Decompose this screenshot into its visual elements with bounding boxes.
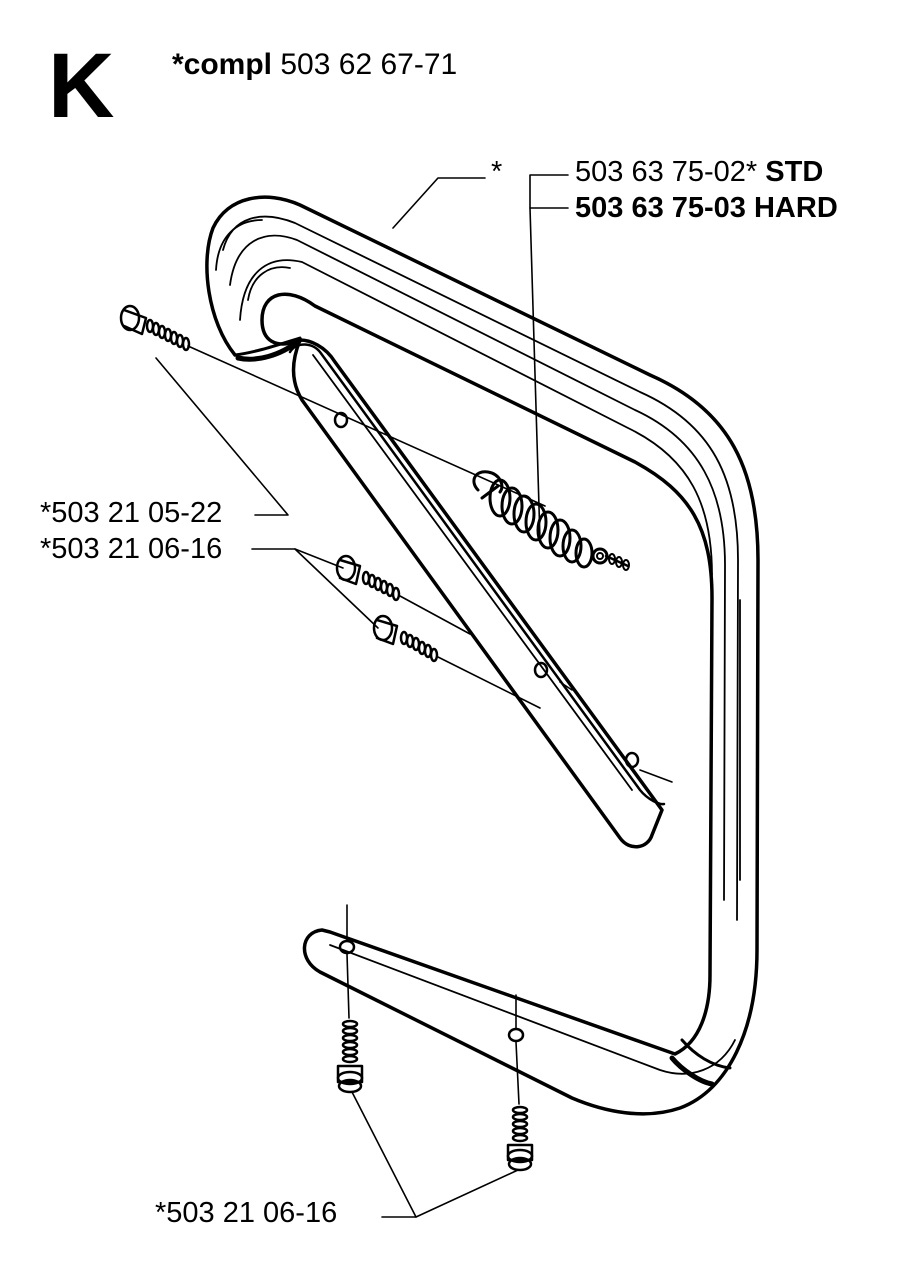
compl-part-number: 503 62 67-71: [280, 48, 458, 81]
screw-label-upper: *503 21 05-22: [40, 497, 223, 529]
buffer-std-label: 503 63 75-02* STD: [575, 158, 823, 187]
buffer-std-number: 503 63 75-02*: [575, 156, 758, 188]
leader-lines: [155, 174, 673, 1218]
buffer-hard-label: 503 63 75-03 HARD: [575, 192, 838, 224]
screw-label-bottom: *503 21 06-16: [155, 1197, 338, 1229]
handle-asterisk-label: *: [491, 156, 503, 188]
base-hole-left: [338, 939, 356, 955]
base-hole-right: [507, 1027, 525, 1043]
strut-hole-lower: [533, 661, 549, 679]
buffer-std-suffix: STD: [765, 156, 824, 188]
screw-icon-top-left: [119, 304, 191, 352]
screw-icon-bottom-right: [506, 1105, 534, 1172]
screw-icon-middle-upper: [335, 554, 401, 602]
section-letter: K: [48, 35, 115, 137]
screw-label-middle: *503 21 06-16: [40, 533, 223, 565]
strut-hole-end: [624, 751, 640, 769]
strut-hole-upper: [333, 411, 349, 429]
screw-icon-bottom-left: [336, 1019, 364, 1094]
screw-icon-middle-lower: [372, 614, 439, 663]
front-handle-bar: [205, 195, 760, 1116]
complete-assembly-label: *compl 503 62 67-71: [172, 50, 457, 80]
handle-strut: [288, 338, 666, 849]
compl-prefix: *compl: [172, 48, 273, 81]
rubber-buffer-icon: [472, 470, 630, 571]
